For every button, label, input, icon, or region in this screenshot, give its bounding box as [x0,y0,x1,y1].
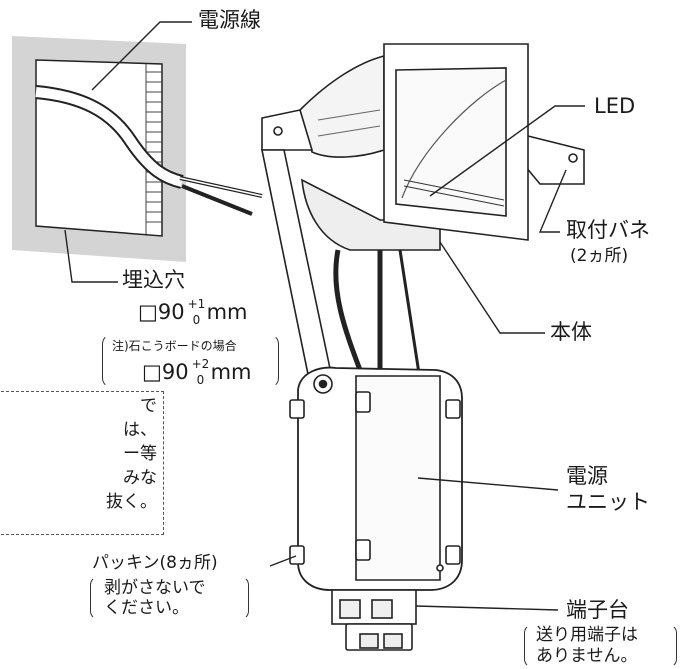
note-line-1: で [140,396,157,416]
terminal-note-paren-right [668,624,677,668]
gypsum-note-paren-right [268,334,279,388]
gypsum-note-label: 注)石こうボードの場合 [112,339,237,353]
note-line-2: は、 [123,420,157,440]
gypsum-tol-upper: +2 [191,357,210,371]
gypsum-unit: mm [210,360,252,384]
packing-label: パッキン(8ヵ所) [92,553,218,573]
note-line-3: ー等 [123,444,157,464]
body-label: 本体 [550,320,592,344]
cutout-tol-lower: 0 [192,313,201,327]
terminal-note-paren-left [524,624,533,668]
gypsum-size-prefix: □90 [142,360,189,384]
power-unit-label-line1: 電源 [566,464,608,488]
note-line-4: みな [123,468,157,488]
led-label: LED [594,94,636,118]
packing-note-line2: ください。 [104,598,189,618]
mount-spring-count-label: (2ヵ所) [570,246,629,266]
packing-note-line1: 剥がさないで [104,578,206,598]
cutout-unit: mm [206,300,248,324]
terminal-note-line1: 送り用端子は [536,625,638,645]
cutout-tol-upper: +1 [187,297,206,311]
terminal-note-line2: ありません。 [536,646,638,666]
note-line-5: 抜く。 [106,492,157,512]
mount-spring-label: 取付バネ [566,218,650,242]
gypsum-note-paren-left [102,334,113,388]
packing-note-paren-left [90,576,99,620]
power-line-label: 電源線 [198,8,261,32]
gypsum-tol-lower: 0 [196,373,205,387]
dashed-note-box: で は、 ー等 みな 抜く。 [0,391,164,535]
packing-note-paren-right [240,576,249,620]
ceiling-cutout-illustration [12,36,186,262]
cutout-label: 埋込穴 [122,268,185,292]
power-unit-label-line2: ユニット [566,490,650,514]
fixture-body [261,43,585,651]
cutout-size-prefix: □90 [138,300,185,324]
power-cable [35,85,263,216]
leader-lines [64,21,585,611]
terminal-label: 端子台 [566,598,629,622]
